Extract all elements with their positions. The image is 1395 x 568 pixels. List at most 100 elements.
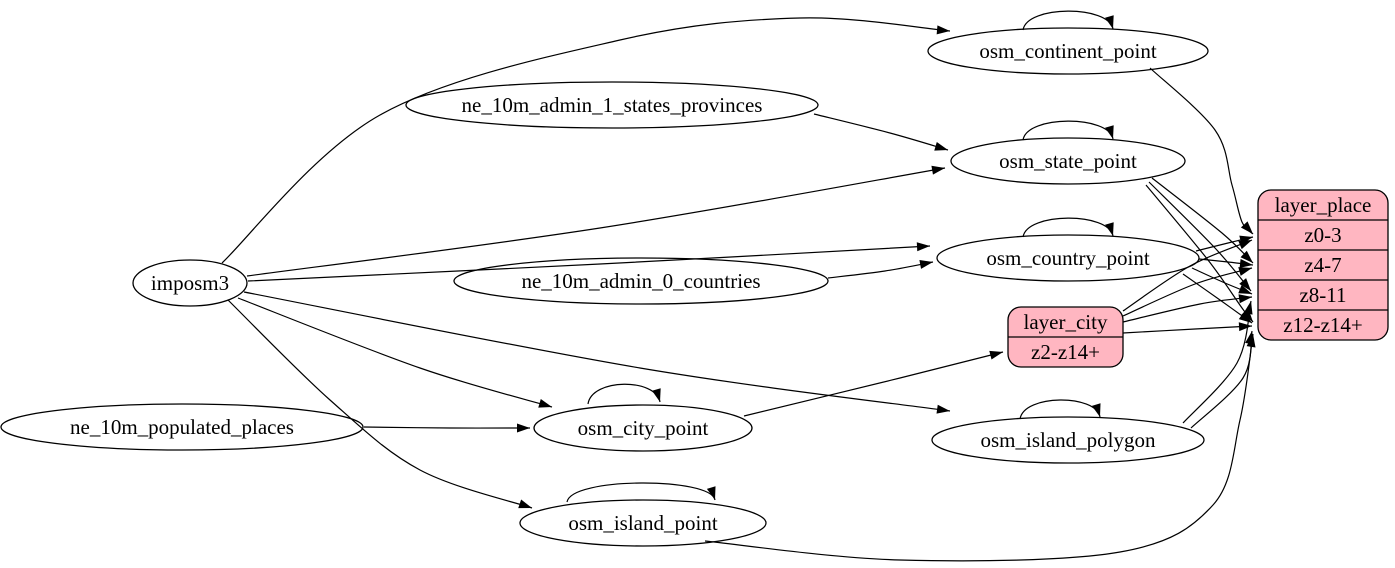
arrowhead-icon bbox=[1240, 250, 1253, 263]
edge-line bbox=[246, 167, 946, 277]
arrowhead-icon bbox=[706, 486, 716, 500]
edge-osm-country-point-to-osm-country-point bbox=[1022, 217, 1114, 238]
node-label: ne_10m_admin_1_states_provinces bbox=[462, 93, 763, 117]
node-ne-10m-admin-1-states-provinces: ne_10m_admin_1_states_provinces bbox=[405, 81, 819, 129]
arrowhead-icon bbox=[1240, 221, 1253, 234]
edge-line bbox=[1148, 181, 1252, 292]
edge-imposm3-to-osm-continent-point bbox=[221, 17, 951, 264]
arrowhead-icon bbox=[916, 242, 930, 252]
edge-line bbox=[227, 299, 533, 509]
arrowhead-icon bbox=[934, 142, 948, 151]
record-row-label: z8-11 bbox=[1299, 283, 1346, 307]
arrowhead-icon bbox=[1238, 294, 1252, 304]
edge-line bbox=[1190, 330, 1253, 429]
node-osm-state-point: osm_state_point bbox=[950, 137, 1186, 185]
edge-line bbox=[247, 245, 931, 282]
node-ellipse bbox=[0, 403, 364, 451]
arrowhead-icon bbox=[1241, 308, 1253, 322]
node-label: osm_country_point bbox=[986, 246, 1149, 270]
edge-osm-island-point-to-layer-place-z12-z14- bbox=[704, 333, 1256, 562]
edge-line bbox=[1022, 10, 1114, 31]
record-box bbox=[1257, 189, 1389, 341]
edge-osm-country-point-to-layer-place-z8-11 bbox=[1191, 267, 1253, 295]
edge-imposm3-to-osm-state-point bbox=[246, 165, 946, 277]
node-ellipse bbox=[453, 257, 829, 305]
edge-osm-city-point-to-osm-city-point bbox=[587, 383, 661, 405]
node-osm-country-point: osm_country_point bbox=[936, 234, 1200, 282]
arrowhead-icon bbox=[1105, 15, 1114, 29]
edge-osm-continent-point-to-layer-place-z0-3 bbox=[1149, 67, 1254, 235]
arrowhead-icon bbox=[1238, 284, 1252, 294]
edge-imposm3-to-osm-country-point bbox=[247, 242, 931, 282]
edge-line bbox=[1019, 399, 1101, 420]
arrowhead-icon bbox=[518, 499, 532, 509]
arrowhead-icon bbox=[1238, 267, 1252, 276]
edge-osm-island-polygon-to-layer-place-z12-z14- bbox=[1190, 330, 1254, 429]
edge-osm-state-point-to-osm-state-point bbox=[1022, 120, 1114, 141]
arrowhead-icon bbox=[1239, 278, 1251, 291]
node-label: imposm3 bbox=[151, 271, 229, 295]
arrowhead-icon bbox=[1238, 240, 1252, 250]
record-row-label: z4-7 bbox=[1304, 253, 1341, 277]
edge-line bbox=[1022, 217, 1114, 238]
edge-imposm3-to-osm-island-point bbox=[227, 299, 533, 509]
arrowhead-icon bbox=[517, 423, 530, 433]
edge-ne-10m-admin-0-countries-to-osm-country-point bbox=[827, 259, 934, 279]
edge-ne-10m-populated-places-to-osm-city-point bbox=[363, 423, 531, 433]
edge-osm-continent-point-to-osm-continent-point bbox=[1022, 10, 1114, 31]
edge-osm-city-point-to-layer-city-z2-z14- bbox=[743, 350, 1004, 417]
arrowhead-icon bbox=[919, 259, 933, 269]
arrowhead-icon bbox=[1239, 258, 1253, 268]
node-ellipse bbox=[533, 404, 753, 452]
node-ellipse bbox=[936, 234, 1200, 282]
node-ellipse bbox=[519, 499, 767, 547]
node-label: osm_island_polygon bbox=[980, 428, 1156, 452]
edge-line bbox=[813, 113, 949, 151]
arrowhead-icon bbox=[1246, 334, 1256, 348]
record-row-label: layer_place bbox=[1275, 193, 1372, 217]
edge-line bbox=[743, 351, 1004, 417]
edge-line bbox=[587, 383, 661, 405]
node-imposm3: imposm3 bbox=[132, 259, 248, 307]
edge-line bbox=[1122, 267, 1253, 317]
arrowhead-icon bbox=[989, 350, 1003, 360]
edge-osm-country-point-to-layer-place-z4-7 bbox=[1198, 258, 1254, 268]
node-label: osm_state_point bbox=[999, 149, 1137, 173]
edge-layer-city-to-layer-place-z0-3 bbox=[1122, 239, 1253, 312]
node-osm-continent-point: osm_continent_point bbox=[927, 27, 1209, 75]
edge-line bbox=[566, 482, 716, 503]
edge-line bbox=[243, 291, 951, 412]
arrowhead-icon bbox=[936, 25, 950, 35]
record-row-label: z2-z14+ bbox=[1031, 340, 1100, 364]
node-osm-city-point: osm_city_point bbox=[533, 404, 753, 452]
edge-line bbox=[1022, 120, 1114, 141]
arrowhead-icon bbox=[1091, 403, 1101, 417]
edge-line bbox=[827, 261, 934, 279]
edge-osm-state-point-to-layer-place-z8-11 bbox=[1148, 181, 1252, 292]
node-osm-island-point: osm_island_point bbox=[519, 499, 767, 547]
edge-line bbox=[704, 333, 1254, 562]
node-osm-island-polygon: osm_island_polygon bbox=[931, 416, 1205, 464]
edge-line bbox=[1182, 300, 1252, 424]
edge-imposm3-to-osm-island-polygon bbox=[243, 291, 951, 414]
node-label: ne_10m_populated_places bbox=[70, 415, 294, 439]
node-label: osm_island_point bbox=[568, 511, 718, 535]
edge-imposm3-to-osm-city-point bbox=[237, 297, 553, 408]
record-row-label: z0-3 bbox=[1304, 223, 1341, 247]
edge-layer-city-to-layer-place-z12-z14- bbox=[1122, 322, 1253, 334]
node-ne-10m-populated-places: ne_10m_populated_places bbox=[0, 403, 364, 451]
edge-line bbox=[1122, 325, 1253, 334]
node-label: osm_city_point bbox=[578, 416, 709, 440]
arrowhead-icon bbox=[538, 399, 552, 408]
edge-layer-city-to-layer-place-z8-11 bbox=[1122, 294, 1253, 323]
arrowhead-icon bbox=[1238, 322, 1252, 332]
edge-line bbox=[237, 297, 553, 408]
edge-osm-island-polygon-to-layer-place-z8-11 bbox=[1182, 300, 1253, 424]
node-ellipse bbox=[931, 416, 1205, 464]
edge-line bbox=[363, 426, 531, 429]
edge-osm-island-point-to-osm-island-point bbox=[566, 482, 716, 503]
